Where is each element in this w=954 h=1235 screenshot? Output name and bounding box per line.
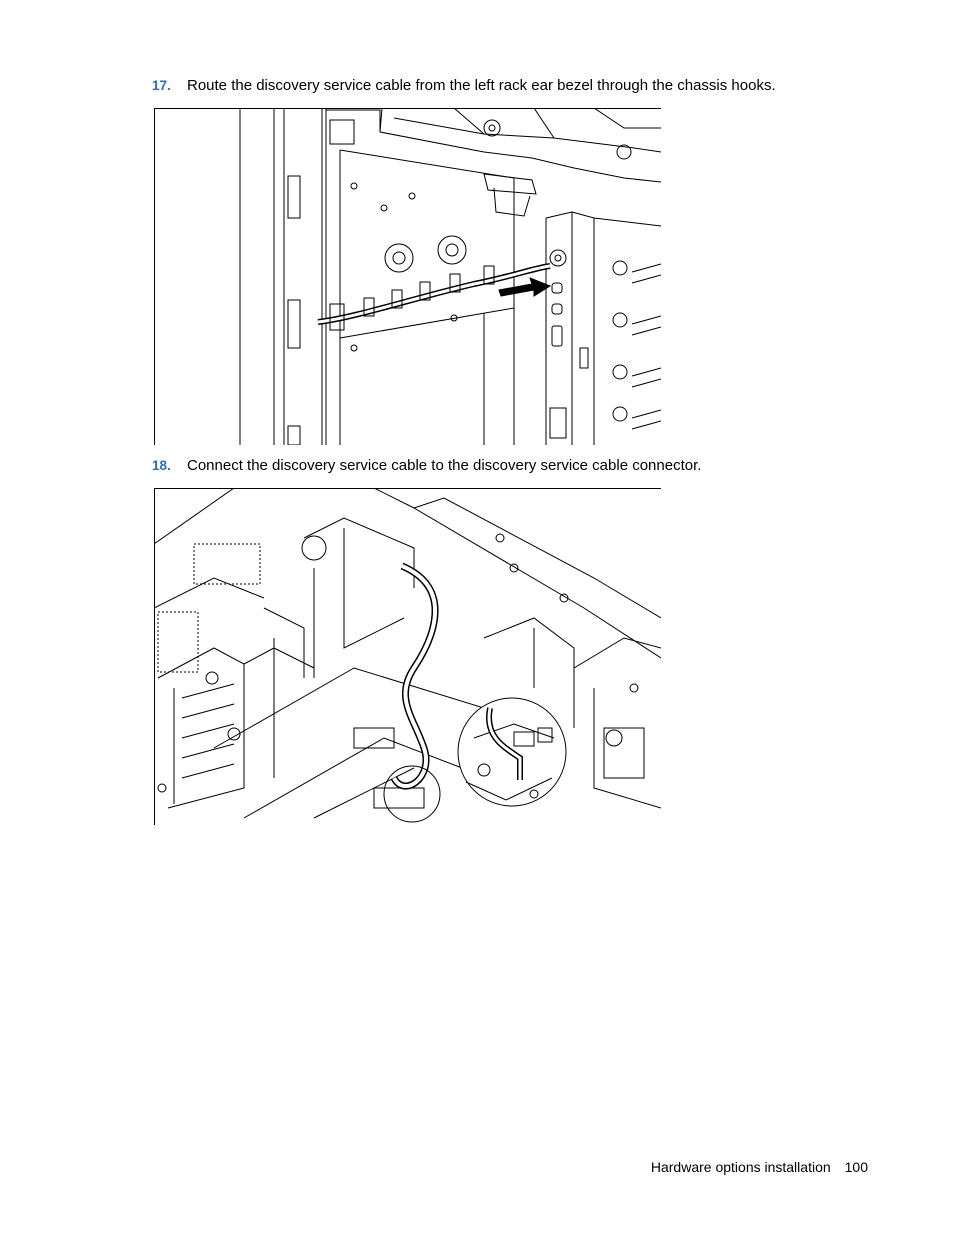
footer-section: Hardware options installation xyxy=(650,1159,831,1175)
step-number: 17. xyxy=(152,78,171,93)
illustration-cable-routing xyxy=(154,108,661,445)
step-18: 18. Connect the discovery service cable t… xyxy=(152,457,701,475)
page-number: 100 xyxy=(844,1159,868,1175)
illustration-cable-connection xyxy=(154,488,661,825)
step-number: 18. xyxy=(152,458,171,473)
step-17: 17. Route the discovery service cable fro… xyxy=(152,77,776,95)
step-text: Connect the discovery service cable to t… xyxy=(187,457,702,474)
step-text: Route the discovery service cable from t… xyxy=(187,77,776,94)
page-footer: Hardware options installation 100 xyxy=(651,1159,868,1175)
